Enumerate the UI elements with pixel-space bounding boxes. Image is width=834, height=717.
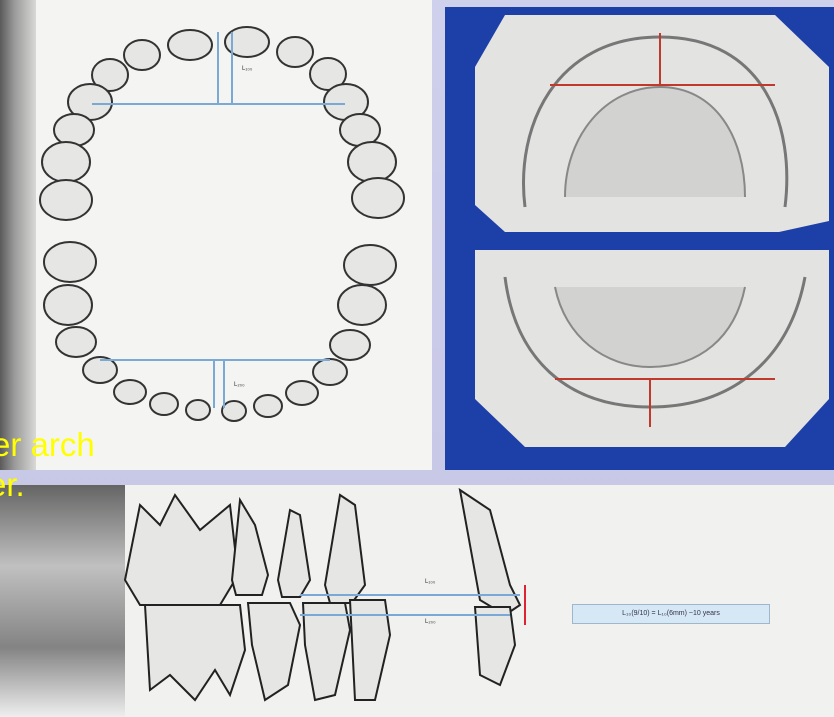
lateral-drawing [0, 485, 834, 717]
upper-tooth [352, 178, 404, 218]
lower-tooth [254, 395, 282, 417]
upper-tooth [277, 37, 313, 67]
upper-measure-label: L₁₀₀ [242, 66, 252, 72]
lower-tooth [56, 327, 96, 357]
cast-drawing [445, 7, 834, 470]
overlay-text-line-2: er. [0, 465, 25, 505]
upper-tooth [348, 142, 396, 182]
formula-box: L₁₀(9/10) = L₁₀(6mm) ~10 years [572, 604, 770, 624]
upper-tooth [54, 114, 94, 146]
lower-tooth [330, 330, 370, 360]
lower-tooth [313, 359, 347, 385]
lateral-upper-label: L₁₀₀ [425, 579, 435, 585]
lower-tooth [286, 381, 318, 405]
upper-canine [325, 495, 365, 603]
dental-arch-diagram: L₁₀₀ L₂₀₀ [0, 0, 432, 470]
lower-tooth [44, 285, 92, 325]
lateral-lower-label: L₂₀₀ [425, 619, 436, 625]
upper-premolar [278, 510, 310, 597]
lower-tooth [186, 400, 210, 420]
upper-tooth [168, 30, 212, 60]
arch-drawing [0, 0, 432, 470]
upper-tooth [124, 40, 160, 70]
lower-tooth [344, 245, 396, 285]
upper-tooth [42, 142, 90, 182]
upper-premolar [232, 500, 268, 595]
lower-tooth [222, 401, 246, 421]
lower-tooth [150, 393, 178, 415]
lower-tooth [338, 285, 386, 325]
lower-measure-label: L₂₀₀ [234, 382, 245, 388]
lower-tooth [44, 242, 96, 282]
lower-premolar [248, 603, 300, 700]
lower-tooth [114, 380, 146, 404]
overlay-text-line-1: er arch [0, 425, 95, 465]
lower-incisor [475, 607, 515, 685]
dental-cast-photos [445, 7, 834, 470]
lower-molar [145, 605, 245, 700]
upper-incisor [460, 490, 520, 615]
upper-tooth [40, 180, 92, 220]
upper-molar [125, 495, 238, 605]
lower-premolar [303, 603, 350, 700]
lateral-teeth-diagram: L₁₀₀ L₂₀₀ [0, 485, 834, 717]
